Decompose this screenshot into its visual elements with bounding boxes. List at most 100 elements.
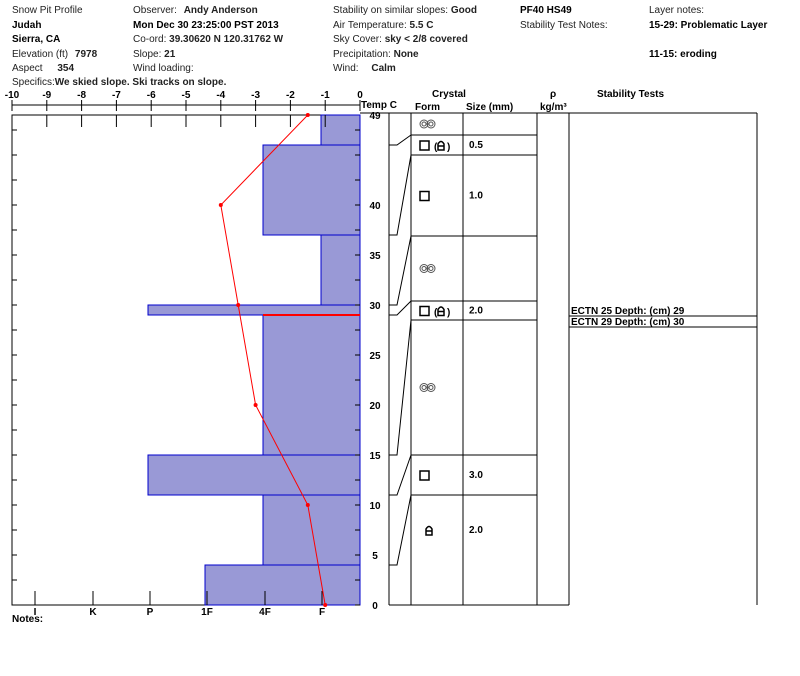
region: Sierra, CA [12, 34, 61, 45]
temp-tick-label: -10 [5, 90, 20, 101]
rounds-icon [421, 385, 427, 390]
sky: sky < 2/8 covered [384, 34, 468, 45]
temp-tick-label: -6 [147, 90, 156, 101]
rounds-icon [421, 266, 427, 271]
rounds-icon [426, 264, 436, 273]
temp-tick-label: -7 [112, 90, 121, 101]
observer: Andy Anderson [183, 5, 258, 16]
temp-tick-label: -1 [321, 90, 330, 101]
hardness-bar [320, 234, 361, 306]
layer-connector [389, 494, 412, 566]
stability-test: ECTN 25 Depth: (cm) 29 [571, 306, 685, 317]
layer-note: 15-29: Problematic Layer [649, 20, 768, 31]
stability-label: Stability on similar slopes: [333, 5, 449, 16]
depth-label: 20 [369, 401, 381, 412]
specifics-label: Specifics: [12, 77, 55, 88]
depth-hoar-icon [437, 306, 445, 317]
rounds-icon [428, 266, 434, 271]
hardness-bar [320, 114, 361, 146]
temp-axis-label: Temp C [361, 100, 397, 111]
layer-connector [389, 235, 412, 306]
aspect: 354 [57, 63, 75, 74]
grain-size: 1.0 [469, 191, 483, 202]
rounds-icon [419, 119, 429, 129]
facet-icon [419, 470, 430, 481]
slope: 21 [164, 49, 176, 60]
depth-label: 35 [369, 251, 381, 262]
coord: 39.30620 N 120.31762 W [169, 34, 284, 45]
paren-close-icon: ) [447, 142, 450, 153]
rho-header: ρ [550, 89, 557, 100]
aspect-label: Aspect [12, 63, 43, 74]
observer-label: Observer: [133, 5, 177, 16]
hardness-label: P [147, 607, 154, 618]
layer-connector [389, 300, 412, 316]
stability-test: ECTN 29 Depth: (cm) 30 [571, 317, 685, 328]
precip: None [393, 49, 419, 60]
depth-label: 25 [369, 351, 381, 362]
temp-tick-label: -3 [251, 90, 260, 101]
facet-icon [419, 190, 430, 202]
stability: Good [450, 5, 477, 16]
rounds-icon [428, 385, 434, 390]
hardness-bar [147, 304, 361, 316]
hardness-bar [204, 564, 361, 606]
pf-hs: PF40 HS49 [520, 5, 572, 16]
depth-label: 40 [369, 201, 381, 212]
depth-hoar-icon [425, 525, 433, 536]
depth-label: 10 [369, 501, 381, 512]
sky-label: Sky Cover: [333, 34, 382, 45]
rounds-icon [421, 121, 427, 127]
grain-size: 2.0 [469, 306, 483, 317]
grain-size: 0.5 [469, 140, 483, 151]
air-temp: 5.5 C [409, 20, 434, 31]
layer-connector [389, 454, 412, 496]
crystal-header: Crystal [432, 89, 466, 100]
temp-tick-label: -8 [77, 90, 86, 101]
paren-close-icon: ) [447, 308, 450, 319]
wind-label: Wind: [333, 63, 359, 74]
wind: Calm [371, 63, 396, 74]
rounds-icon [426, 119, 436, 129]
elevation-label: Elevation (ft) [12, 49, 69, 60]
slope-label: Slope: [133, 49, 162, 60]
precip-label: Precipitation: [333, 49, 391, 60]
temperature-point [305, 503, 310, 507]
depth-label: 15 [369, 451, 381, 462]
temperature-point [218, 203, 223, 207]
hardness-label: 1F [201, 607, 213, 618]
depth-label: 49 [369, 111, 381, 122]
hardness-bar [262, 144, 361, 236]
hardness-label: F [319, 607, 325, 618]
form-header: Form [415, 102, 440, 113]
elevation: 7978 [74, 49, 98, 60]
depth-hoar-icon [437, 140, 445, 151]
depth-label: 30 [369, 301, 381, 312]
temp-tick-label: -5 [182, 90, 191, 101]
specifics: We skied slope. Ski tracks on slope. [54, 77, 227, 88]
layer-connector [389, 134, 412, 146]
rounds-icon [426, 383, 436, 392]
title: Snow Pit Profile [12, 5, 83, 16]
facet-icon [419, 140, 430, 151]
temperature-point [253, 403, 258, 407]
datetime: Mon Dec 30 23:25:00 PST 2013 [133, 20, 279, 31]
temperature-point [305, 113, 310, 117]
rounds-icon [419, 264, 429, 273]
hardness-label: I [34, 607, 37, 618]
hardness-bar [147, 454, 361, 496]
layer-notes-label: Layer notes: [649, 5, 705, 16]
temperature-point [323, 603, 328, 607]
stability-notes-label: Stability Test Notes: [520, 20, 608, 31]
notes-label: Notes: [12, 614, 44, 625]
rounds-icon [419, 383, 429, 392]
paren-open-icon: ( [434, 308, 438, 319]
grain-size: 3.0 [469, 470, 483, 481]
rho-unit: kg/m³ [540, 102, 567, 113]
temp-tick-label: -2 [286, 90, 295, 101]
stability-tests-header: Stability Tests [597, 89, 665, 100]
paren-open-icon: ( [434, 142, 438, 153]
grain-size: 2.0 [469, 525, 483, 536]
